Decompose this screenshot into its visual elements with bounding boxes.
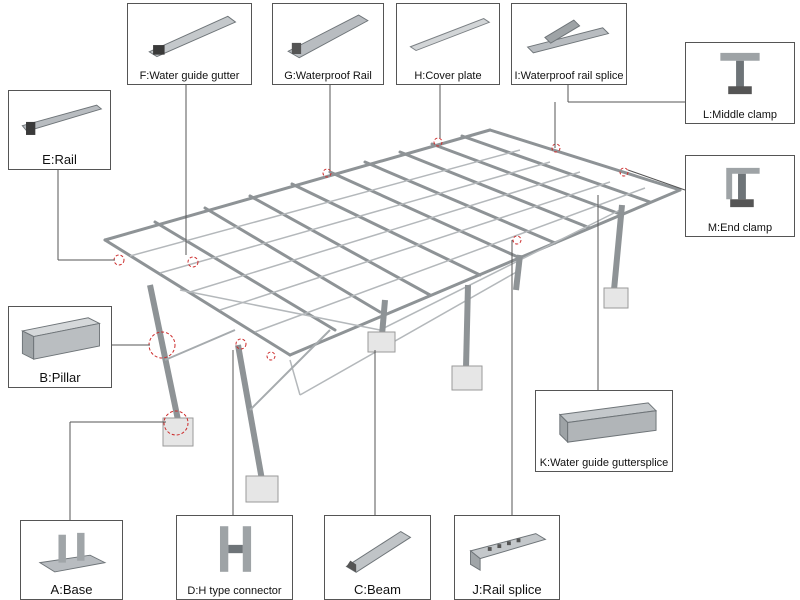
callout-middle-clamp: L:Middle clamp (685, 42, 795, 124)
callout-waterproof-rail-splice: I:Waterproof rail splice (511, 3, 627, 85)
perforated-splice-icon (459, 520, 555, 577)
gutter-profile-icon (132, 8, 247, 62)
waterproof-rail-icon (277, 8, 379, 62)
callout-rail-splice: J:Rail splice (454, 515, 560, 600)
cover-plate-icon (401, 8, 495, 62)
callout-label: L:Middle clamp (703, 109, 777, 121)
callout-h-type-connector: D:H type connector (176, 515, 293, 600)
callout-label: K:Water guide guttersplice (539, 457, 669, 469)
callout-base: A:Base (20, 520, 123, 600)
callout-pillar: B:Pillar (8, 306, 112, 388)
callout-label: J:Rail splice (472, 582, 542, 597)
square-tube-pillar-icon (13, 311, 107, 365)
callout-beam: C:Beam (324, 515, 431, 600)
base-bracket-icon (25, 525, 118, 577)
callout-label: I:Waterproof rail splice (514, 70, 624, 82)
callout-label: F:Water guide gutter (139, 70, 240, 82)
middle-clamp-icon (690, 47, 790, 101)
callout-cover-plate: H:Cover plate (396, 3, 500, 85)
callout-label: E:Rail (42, 152, 77, 167)
callout-label: C:Beam (354, 582, 401, 597)
rail-splice-clips-icon (516, 8, 622, 62)
end-clamp-icon (690, 160, 790, 214)
callout-rail: E:Rail (8, 90, 111, 170)
beam-profile-icon (329, 520, 426, 577)
callout-water-guide-gutter: F:Water guide gutter (127, 3, 252, 85)
callout-label: G:Waterproof Rail (284, 70, 372, 82)
callout-end-clamp: M:End clamp (685, 155, 795, 237)
callout-label: B:Pillar (39, 370, 81, 385)
callout-label: A:Base (50, 582, 93, 597)
callout-label: D:H type connector (187, 585, 282, 597)
callout-label: H:Cover plate (414, 70, 482, 82)
rail-profile-icon (13, 95, 106, 147)
callout-water-guide-gutter-splice: K:Water guide guttersplice (535, 390, 673, 472)
h-connector-icon (181, 520, 288, 577)
gutter-splice-icon (540, 395, 668, 449)
callout-label: M:End clamp (707, 222, 773, 234)
callout-waterproof-rail: G:Waterproof Rail (272, 3, 384, 85)
